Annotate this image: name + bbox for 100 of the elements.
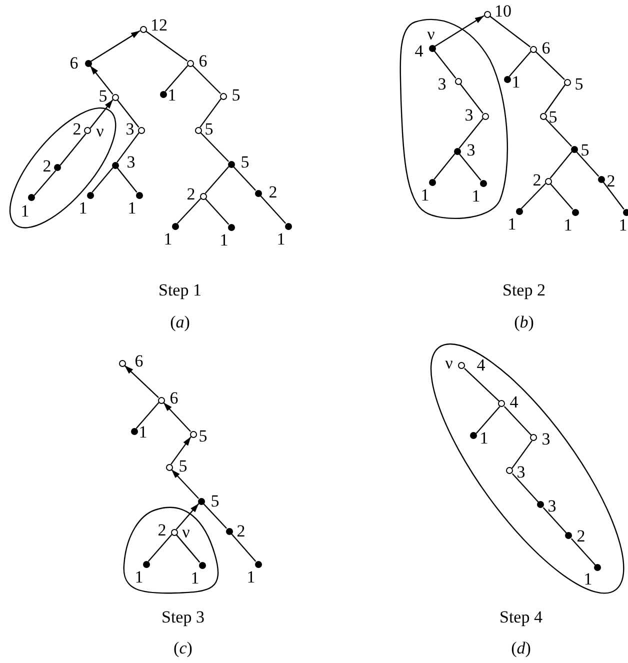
connector-line bbox=[512, 473, 540, 503]
arrow bbox=[176, 503, 200, 530]
connector-line bbox=[34, 170, 56, 196]
connector-line bbox=[570, 538, 596, 566]
hollow-vertex bbox=[138, 126, 144, 134]
vertex-label: 1 bbox=[508, 216, 516, 232]
arrow bbox=[162, 402, 192, 432]
vertex-label: 5 bbox=[198, 428, 208, 444]
hollow-vertex bbox=[200, 192, 206, 200]
connector-line bbox=[504, 406, 532, 436]
filled-vertex bbox=[504, 76, 510, 82]
vertex-label: 1 bbox=[564, 216, 572, 234]
filled-vertex bbox=[598, 176, 604, 182]
vertex-label: 1 bbox=[164, 230, 172, 248]
vertex-label: 12 bbox=[150, 16, 168, 34]
connector-line bbox=[458, 118, 484, 149]
hollow-vertex bbox=[564, 78, 570, 86]
enclosing-loop bbox=[399, 17, 511, 221]
hollow-vertex bbox=[166, 464, 172, 470]
filled-vertex bbox=[516, 208, 522, 214]
arrow bbox=[124, 364, 159, 398]
connector-line bbox=[192, 65, 221, 94]
arrow bbox=[90, 30, 140, 62]
step-caption: Step 1 bbox=[158, 282, 202, 298]
filled-vertex bbox=[428, 44, 436, 52]
enclosing-loop bbox=[430, 343, 624, 595]
connector-line bbox=[116, 132, 140, 163]
vertex-label: 1 bbox=[138, 424, 148, 440]
vertex-label: 6 bbox=[134, 352, 144, 370]
hollow-vertex bbox=[84, 127, 92, 134]
vertex-label: 1 bbox=[512, 74, 520, 90]
connector-line bbox=[145, 30, 188, 62]
filled-vertex bbox=[565, 532, 572, 540]
vertex-label: ν bbox=[96, 122, 104, 140]
vertex-label: ν bbox=[445, 354, 453, 372]
hollow-vertex bbox=[530, 434, 538, 442]
vertex-label: 1 bbox=[246, 568, 256, 586]
vertex-label: 3 bbox=[438, 76, 446, 92]
connector-line bbox=[520, 183, 546, 209]
hollow-vertex bbox=[540, 112, 546, 120]
hollow-vertex bbox=[530, 46, 536, 52]
step-caption: Step 4 bbox=[500, 608, 542, 626]
vertex-label: 2 bbox=[158, 522, 166, 538]
vertex-label: 2 bbox=[236, 522, 246, 540]
filled-vertex bbox=[228, 160, 234, 168]
connector-line bbox=[508, 51, 532, 77]
connector-line bbox=[60, 133, 86, 166]
filled-vertex bbox=[454, 148, 460, 154]
filled-vertex bbox=[54, 164, 62, 172]
connector-line bbox=[176, 534, 200, 563]
vertex-label: ν bbox=[427, 26, 435, 42]
connector-line bbox=[148, 534, 172, 562]
connector-line bbox=[550, 151, 572, 179]
vertex-label: 1 bbox=[78, 200, 88, 216]
hollow-vertex bbox=[544, 178, 552, 184]
vertex-label: 2 bbox=[576, 528, 586, 544]
filled-vertex bbox=[228, 224, 234, 230]
vertex-label: 3 bbox=[464, 106, 474, 124]
filled-vertex bbox=[172, 222, 178, 230]
filled-vertex bbox=[254, 560, 262, 568]
hollow-vertex bbox=[194, 126, 202, 134]
connector-line bbox=[230, 533, 256, 562]
vertex-label: 3 bbox=[516, 464, 526, 480]
filled-vertex bbox=[284, 222, 292, 230]
vertex-label: 1 bbox=[472, 188, 480, 204]
vertex-label: 2 bbox=[606, 172, 616, 190]
vertex-label: 1 bbox=[20, 202, 30, 220]
enclosing-loop bbox=[9, 107, 117, 229]
filled-vertex bbox=[198, 498, 204, 504]
vertex-label: 3 bbox=[126, 154, 136, 170]
vertex-label: 4 bbox=[476, 356, 486, 374]
vertex-label: 6 bbox=[542, 40, 550, 56]
vertex-label: 10 bbox=[494, 2, 512, 20]
hollow-vertex bbox=[458, 362, 466, 370]
connector-line bbox=[116, 167, 138, 193]
connector-line bbox=[550, 183, 574, 210]
vertex-label: 5 bbox=[204, 120, 214, 138]
vertex-label: 2 bbox=[268, 184, 278, 200]
vertex-label: 1 bbox=[584, 570, 592, 588]
filled-vertex bbox=[198, 562, 206, 568]
hollow-vertex bbox=[482, 112, 488, 120]
filled-vertex bbox=[254, 190, 262, 196]
arrow bbox=[170, 436, 192, 465]
connector-line bbox=[260, 195, 286, 224]
connector-line bbox=[202, 503, 228, 529]
vertex-label: 5 bbox=[240, 154, 250, 170]
panel-letter: (b) bbox=[514, 314, 534, 330]
hollow-vertex bbox=[112, 94, 118, 100]
vertex-label: 1 bbox=[190, 570, 200, 586]
connector-line bbox=[576, 151, 600, 177]
hollow-vertex bbox=[186, 60, 194, 66]
vertex-label: 4 bbox=[414, 42, 424, 60]
hollow-vertex bbox=[140, 26, 146, 32]
panel-letter: (a) bbox=[170, 314, 190, 330]
connector-line bbox=[535, 50, 565, 80]
step-caption: Step 2 bbox=[502, 282, 546, 298]
vertex-label: 3 bbox=[466, 142, 476, 158]
hollow-vertex bbox=[158, 396, 164, 404]
vertex-label: 2 bbox=[72, 120, 82, 138]
vertex-label: 5 bbox=[210, 492, 220, 510]
